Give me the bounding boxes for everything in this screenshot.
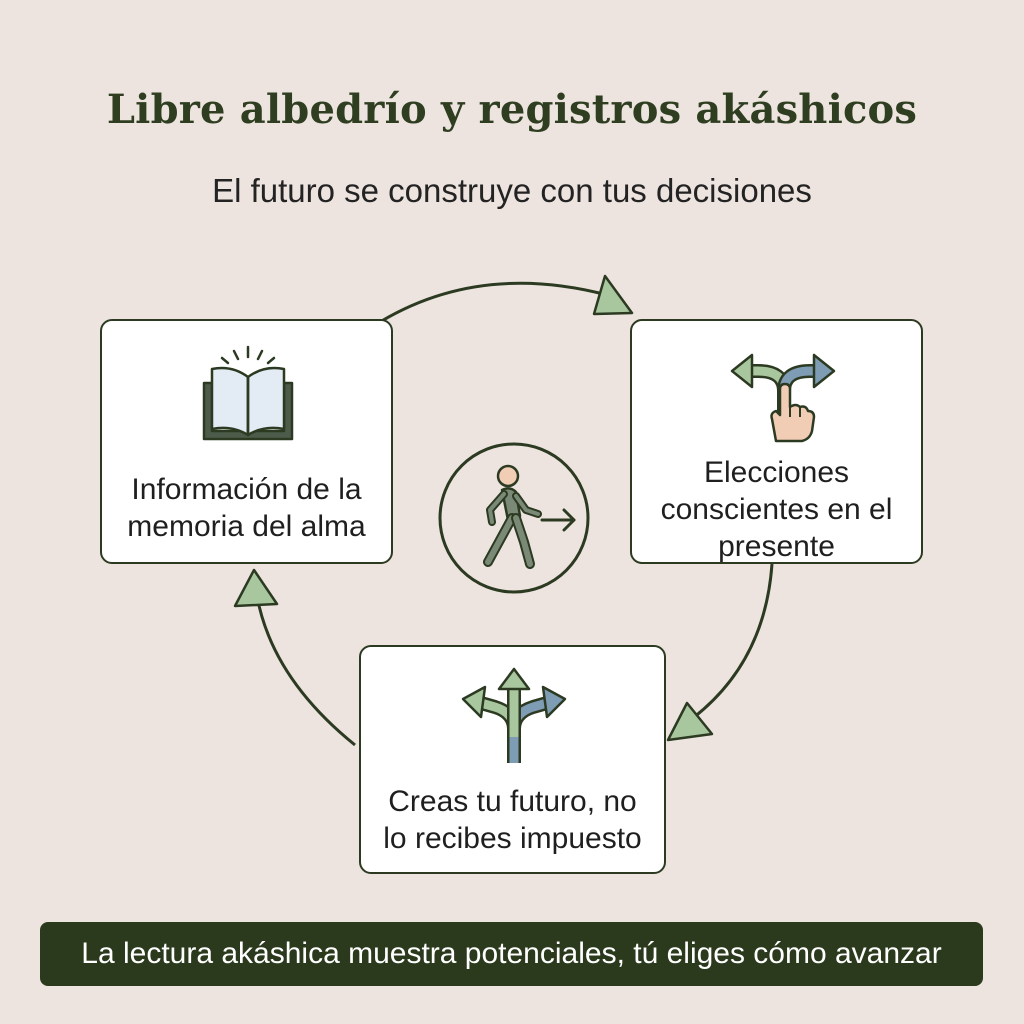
arc-memory-to-choices xyxy=(379,281,608,324)
node-choices-card: Elecciones conscientes en el presente xyxy=(630,319,923,564)
footer-banner: La lectura akáshica muestra potenciales,… xyxy=(40,922,983,986)
page-title: Libre albedrío y registros akáshicos xyxy=(106,86,918,133)
node-future-label: Creas tu futuro, no lo recibes impuesto xyxy=(383,785,642,855)
arrowhead-to-memory xyxy=(233,568,279,608)
walking-person-icon xyxy=(483,464,542,569)
hand-choosing-path-icon xyxy=(730,353,836,443)
node-memory-card: Información de la memoria del alma xyxy=(100,319,393,564)
node-memory-label: Información de la memoria del alma xyxy=(127,473,366,543)
node-future-card: Creas tu futuro, no lo recibes impuesto xyxy=(359,645,666,874)
right-arrow-icon xyxy=(540,508,576,532)
arc-future-to-memory xyxy=(255,595,356,747)
arrowhead-to-future xyxy=(666,701,714,742)
node-choices-label: Elecciones conscientes en el presente xyxy=(660,456,893,563)
arrowhead-to-choices xyxy=(592,274,634,316)
branching-arrows-icon xyxy=(461,667,567,763)
arc-choices-to-future xyxy=(692,563,774,720)
open-book-icon xyxy=(202,345,294,441)
page-subtitle: El futuro se construye con tus decisione… xyxy=(212,172,812,209)
center-walking-circle xyxy=(438,442,590,594)
